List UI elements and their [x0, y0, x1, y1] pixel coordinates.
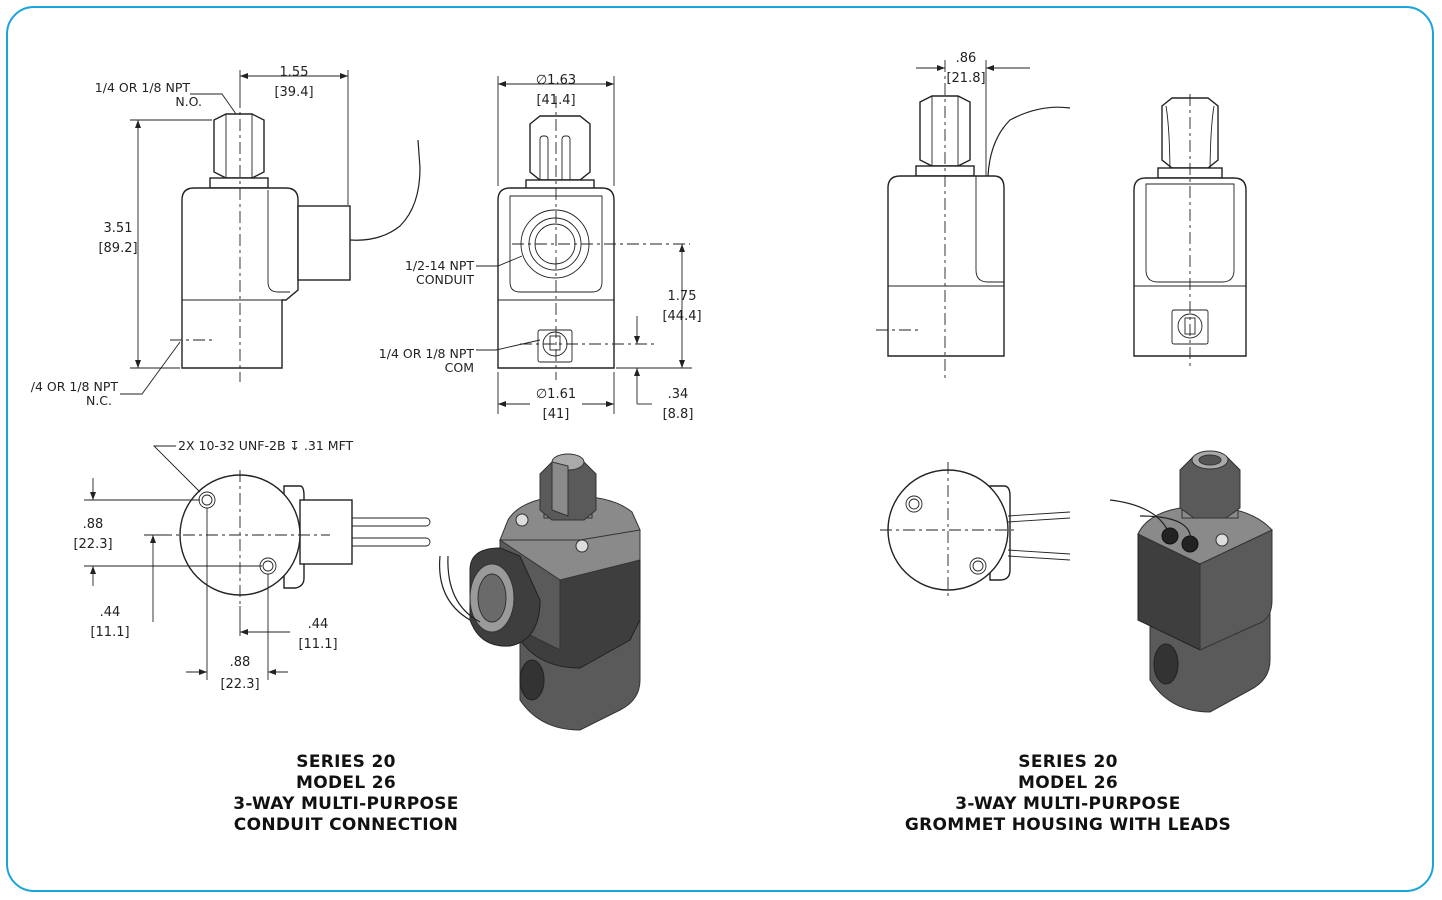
offset-dim: .34 — [668, 387, 689, 402]
bottom-h-dim-1-mm: [11.1] — [298, 637, 337, 652]
left-bottom-view — [84, 445, 431, 680]
right-caption-line-3: 3-WAY MULTI-PURPOSE — [955, 794, 1181, 814]
left-side-view — [120, 70, 421, 395]
right-caption-line-4: GROMMET HOUSING WITH LEADS — [904, 815, 1232, 835]
front-top-dia: ∅1.63 — [536, 73, 576, 88]
right-caption: SERIES 20 MODEL 26 3-WAY MULTI-PURPOSE G… — [858, 752, 1278, 836]
conduit-label-1: 1/2-14 NPT — [405, 258, 474, 273]
com-label-1: 1/4 OR 1/8 NPT — [379, 346, 475, 361]
right-caption-line-1: SERIES 20 — [1018, 752, 1118, 772]
right-front-view — [1133, 94, 1247, 370]
port-top-label-1: 1/4 OR 1/8 NPT — [95, 80, 191, 95]
port-bottom-label-2: N.C. — [86, 393, 112, 408]
bottom-h-dim-2-mm: [22.3] — [220, 677, 259, 692]
left-caption: SERIES 20 MODEL 26 3-WAY MULTI-PURPOSE C… — [136, 752, 556, 836]
right-iso-render — [1109, 450, 1273, 713]
right-side-view — [876, 60, 1071, 380]
right-caption-line-2: MODEL 26 — [1018, 773, 1118, 793]
left-caption-line-3: 3-WAY MULTI-PURPOSE — [233, 794, 459, 814]
right-bottom-view — [880, 462, 1071, 598]
front-bottom-dia: ∅1.61 — [536, 387, 576, 402]
bottom-v-dim-2: .44 — [100, 605, 121, 620]
right-width-dim-mm: [21.8] — [946, 71, 985, 86]
width-dim-mm: [39.4] — [274, 85, 313, 100]
bottom-v-dim-2-mm: [11.1] — [90, 625, 129, 640]
height-dim-value: 3.51 — [104, 221, 133, 236]
bottom-h-dim-2: .88 — [230, 655, 251, 670]
width-dim-value: 1.55 — [280, 65, 309, 80]
conduit-label-2: CONDUIT — [416, 272, 474, 287]
left-iso-render — [438, 453, 641, 731]
front-height-dim-mm: [44.4] — [662, 309, 701, 324]
left-caption-line-4: CONDUIT CONNECTION — [233, 815, 459, 835]
port-top-label-2: N.O. — [175, 94, 202, 109]
com-label-2: COM — [445, 360, 474, 375]
left-front-view — [476, 76, 692, 414]
left-caption-line-2: MODEL 26 — [296, 773, 396, 793]
bottom-v-dim-1: .88 — [83, 517, 104, 532]
hole-note: 2X 10-32 UNF-2B ↧ .31 MFT — [178, 438, 354, 453]
offset-dim-mm: [8.8] — [663, 407, 694, 422]
front-top-dia-mm: [41.4] — [536, 93, 575, 108]
front-height-dim: 1.75 — [668, 289, 697, 304]
bottom-v-dim-1-mm: [22.3] — [73, 537, 112, 552]
bottom-h-dim-1: .44 — [308, 617, 329, 632]
front-bottom-dia-mm: [41] — [543, 407, 570, 422]
drawing-frame — [6, 6, 1434, 892]
port-bottom-label-1: /4 OR 1/8 NPT — [31, 379, 119, 394]
height-dim-mm: [89.2] — [98, 241, 137, 256]
left-caption-line-1: SERIES 20 — [296, 752, 396, 772]
right-width-dim: .86 — [956, 51, 977, 66]
